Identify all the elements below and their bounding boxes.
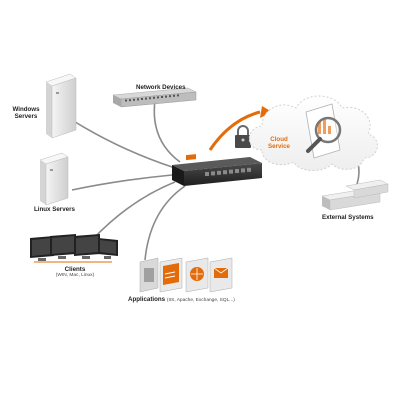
windows-server-icon — [45, 73, 77, 139]
monitor-icon — [98, 238, 118, 259]
external-systems-label: External Systems — [322, 214, 374, 221]
cloud-link-arrowhead — [260, 106, 272, 118]
padlock-icon — [235, 125, 251, 148]
cloud-service-label: Cloud Service — [267, 136, 291, 151]
clients-sublabel: (WIN, Mac, Linux) — [55, 273, 95, 279]
link-linux — [71, 174, 173, 191]
linux-servers-label: Linux Servers — [34, 206, 75, 213]
applications-title: Applications — [128, 296, 166, 303]
windows-servers-label: Windows Servers — [12, 106, 40, 121]
link-network — [153, 99, 181, 163]
monitor-icon — [74, 234, 100, 259]
network-switch-icon — [112, 87, 197, 108]
monitor-icon — [50, 234, 76, 259]
client-monitors-icon — [30, 234, 118, 263]
applications-sublabel: (IIS, Apache, Exchange, SQL...) — [166, 298, 235, 303]
central-appliance-icon — [172, 154, 262, 186]
clients-label: Clients (WIN, Mac, Linux) — [40, 266, 110, 279]
cloud-link-arrow — [208, 110, 261, 151]
monitor-icon — [30, 236, 54, 261]
app-page-icon — [209, 257, 233, 293]
link-apps — [144, 185, 186, 261]
clients-title: Clients — [64, 266, 86, 273]
app-page-icon — [159, 257, 183, 293]
app-page-icon — [139, 257, 159, 293]
external-systems-icon — [321, 179, 389, 211]
link-clients — [91, 181, 176, 241]
link-windows — [71, 119, 176, 169]
magnifier-icon — [306, 116, 342, 153]
application-pages-icon — [139, 257, 233, 293]
app-page-icon — [185, 257, 209, 293]
connection-lines — [71, 99, 186, 261]
linux-server-icon — [39, 152, 69, 206]
applications-label: Applications (IIS, Apache, Exchange, SQL… — [128, 296, 235, 304]
network-devices-label: Network Devices — [136, 84, 186, 91]
